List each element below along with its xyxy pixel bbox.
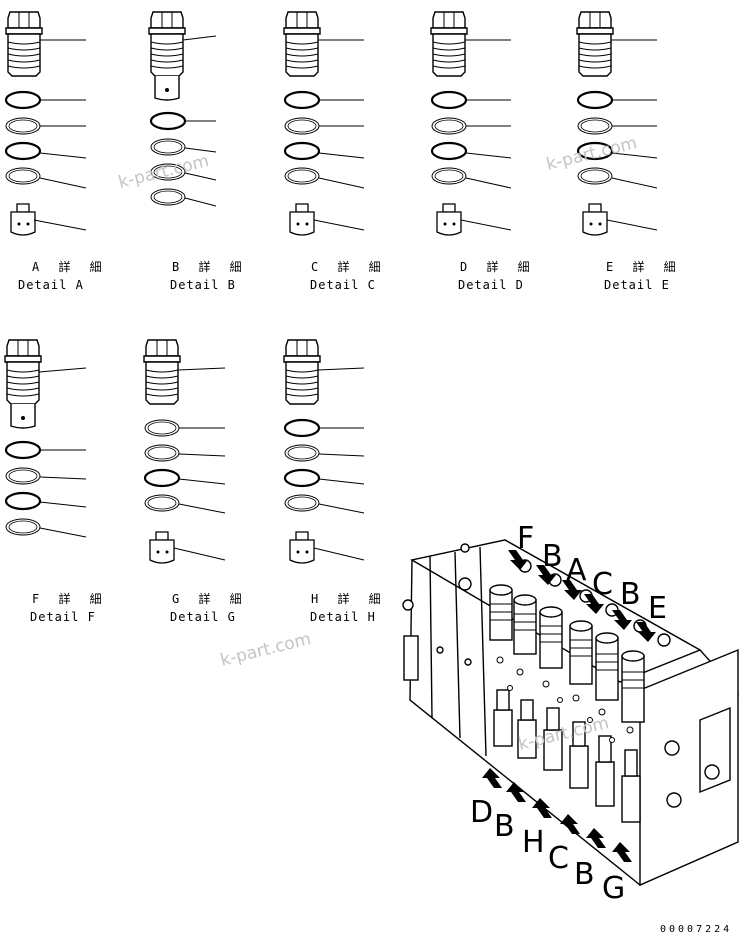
callout-top-2: B: [542, 539, 563, 574]
callout-bottom-2: B: [494, 809, 515, 844]
detail-g-jp: G 詳 細: [172, 591, 248, 606]
detail-g-en: Detail G: [170, 610, 236, 624]
callout-top-4: C: [592, 567, 613, 602]
callout-letters-top: F B A C B E: [517, 521, 667, 626]
detail-c-parts: [283, 11, 365, 236]
detail-a-jp: A 詳 細: [32, 259, 108, 274]
control-valve-assembly: [402, 539, 739, 887]
detail-e-parts: [576, 11, 658, 236]
callout-bottom-6: G: [602, 871, 625, 906]
detail-h-en: Detail H: [310, 610, 376, 624]
detail-f-parts: [5, 340, 87, 538]
callout-top-6: E: [648, 591, 667, 626]
detail-h-parts: [283, 339, 365, 564]
detail-h-jp: H 詳 細: [311, 591, 387, 606]
detail-a-en: Detail A: [18, 278, 84, 292]
detail-f-en: Detail F: [30, 610, 96, 624]
detail-b-parts: [149, 12, 217, 207]
callout-letters-bottom: D B H C B G: [470, 795, 625, 906]
detail-d-en: Detail D: [458, 278, 524, 292]
detail-g-parts: [143, 339, 226, 564]
detail-e-en: Detail E: [604, 278, 670, 292]
detail-b-jp: B 詳 細: [172, 259, 248, 274]
callout-bottom-1: D: [470, 795, 493, 830]
detail-labels-row2: F 詳 細 Detail F G 詳 細 Detail G H 詳 細 Deta…: [30, 591, 387, 624]
detail-d-parts: [430, 11, 512, 236]
detail-labels-row1: A 詳 細 Detail A B 詳 細 Detail B C 詳 細 Deta…: [18, 259, 682, 292]
callout-bottom-5: B: [574, 857, 595, 892]
detail-c-en: Detail C: [310, 278, 376, 292]
callout-top-3: A: [566, 553, 587, 588]
watermark-1: k-part.com: [116, 151, 211, 193]
callout-top-1: F: [517, 521, 534, 556]
detail-b-en: Detail B: [170, 278, 236, 292]
watermark-3: k-part.com: [218, 629, 313, 671]
drawing-code: 00007224: [660, 924, 732, 935]
detail-d-jp: D 詳 細: [460, 259, 536, 274]
callout-bottom-3: H: [522, 825, 545, 860]
detail-a-parts: [4, 11, 87, 236]
callout-top-5: B: [620, 577, 641, 612]
detail-f-jp: F 詳 細: [32, 591, 108, 606]
detail-e-jp: E 詳 細: [606, 259, 682, 274]
detail-c-jp: C 詳 細: [311, 259, 387, 274]
callout-bottom-4: C: [548, 841, 569, 876]
